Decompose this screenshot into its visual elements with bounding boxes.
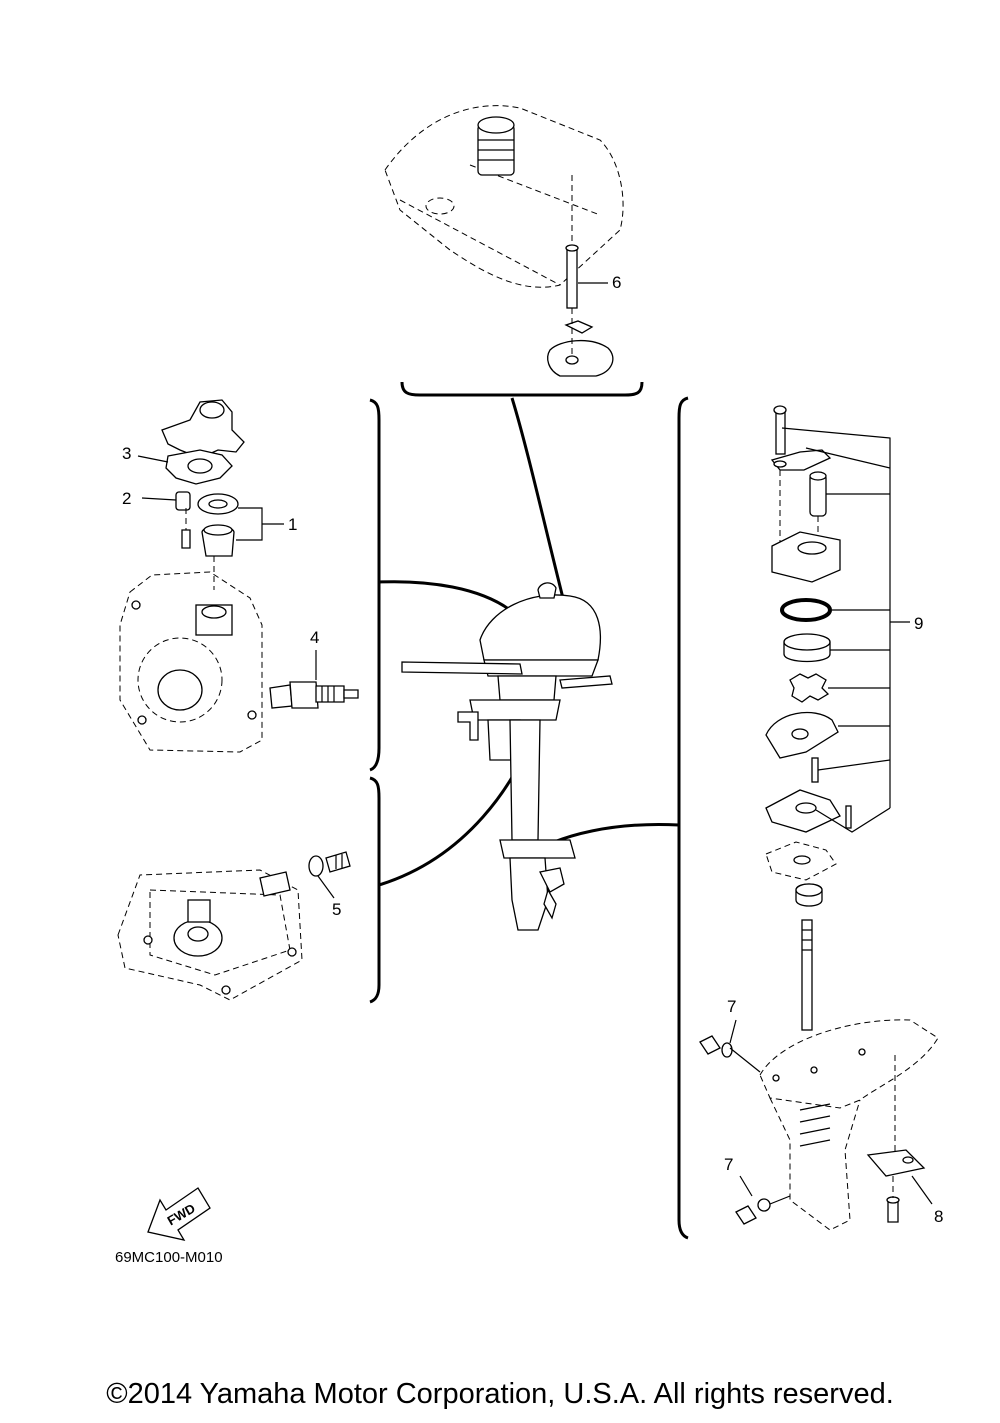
- cowling-bracket-plate: [547, 339, 614, 377]
- diagram-code: 69MC100-M010: [115, 1249, 223, 1266]
- cylinder-block: [119, 571, 263, 753]
- lower-unit-group: 8 7 7: [699, 841, 943, 1231]
- pump-o-ring: [780, 598, 832, 622]
- impeller: [789, 673, 830, 703]
- drain-screw-lower: [735, 1205, 757, 1225]
- top-cowling: [384, 105, 624, 288]
- drive-shaft: [801, 919, 813, 1031]
- callout-9: 9: [914, 614, 923, 633]
- lower-casing: [759, 1019, 939, 1109]
- left-lower-bracket: [369, 776, 381, 1004]
- crankcase-group: 5: [117, 851, 351, 1001]
- fwd-arrow: FWD: [147, 1187, 211, 1241]
- callout-6: 6: [612, 273, 621, 292]
- spark-plug-group: 4: [269, 628, 359, 709]
- right-bracket: [677, 396, 689, 1240]
- callout-7-lower: 7: [724, 1155, 733, 1174]
- copyright-notice: ©2014 Yamaha Motor Corporation, U.S.A. A…: [106, 1378, 894, 1410]
- left-upper-bracket: [369, 398, 381, 772]
- pump-housing: [771, 531, 841, 583]
- callout-3: 3: [122, 444, 131, 463]
- callout-1: 1: [288, 515, 297, 534]
- gasket-7-upper: [721, 1042, 733, 1058]
- anode-8: [866, 1149, 926, 1177]
- outboard-motor: [401, 582, 613, 931]
- plug-washer-5: [308, 855, 324, 877]
- top-bracket: [400, 381, 644, 397]
- thermostat-collar: [175, 491, 191, 511]
- callout-8: 8: [934, 1207, 943, 1226]
- callout-5: 5: [332, 900, 341, 919]
- water-pump-kit: 9: [765, 405, 923, 833]
- top-cowling-group: 6: [384, 105, 624, 377]
- drain-screw-upper: [699, 1035, 721, 1055]
- gasket-7-lower: [757, 1198, 771, 1212]
- plug-5: [325, 851, 351, 873]
- spark-plug: [269, 684, 293, 709]
- bolt-6: [566, 247, 578, 309]
- callout-7-upper: 7: [727, 997, 736, 1016]
- thermostat-group: 3 2 1: [122, 399, 297, 590]
- thermostat-cover: [161, 399, 245, 459]
- callout-4: 4: [310, 628, 319, 647]
- callout-2: 2: [122, 489, 131, 508]
